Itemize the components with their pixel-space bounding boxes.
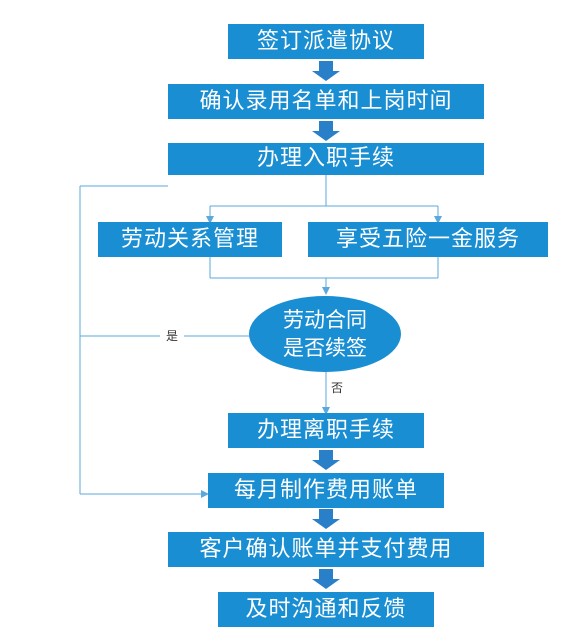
step-confirm-list: 确认录用名单和上岗时间	[168, 84, 484, 119]
step-feedback: 及时沟通和反馈	[218, 592, 434, 627]
step-benefits-label: 享受五险一金服务	[335, 226, 520, 252]
decision-contract-renewal: 劳动合同 是否续签	[249, 296, 401, 372]
block-arrow-5	[312, 569, 340, 589]
step-offboarding: 办理离职手续	[228, 413, 424, 448]
step-labor-relations: 劳动关系管理	[98, 222, 282, 257]
step-feedback-label: 及时沟通和反馈	[245, 596, 407, 622]
step-onboarding-label: 办理入职手续	[256, 146, 395, 171]
step-labor-relations-label: 劳动关系管理	[120, 226, 259, 252]
step-client-pay-label: 客户确认账单并支付费用	[199, 536, 453, 562]
step-client-pay: 客户确认账单并支付费用	[168, 532, 484, 567]
step-sign-agreement-label: 签订派遣协议	[256, 28, 395, 54]
block-arrow-4	[312, 509, 340, 529]
decision-line-2: 是否续签	[283, 336, 367, 360]
step-offboarding-label: 办理离职手续	[256, 417, 395, 443]
block-arrow-1	[312, 61, 340, 81]
label-yes: 是	[160, 329, 185, 343]
block-arrow-3	[312, 450, 340, 470]
decision-line-1: 劳动合同	[283, 308, 367, 332]
step-sign-agreement: 签订派遣协议	[228, 24, 424, 59]
label-no: 否	[331, 381, 344, 395]
step-onboarding: 办理入职手续	[168, 143, 484, 175]
step-monthly-billing: 每月制作费用账单	[208, 473, 444, 508]
block-arrow-2	[312, 121, 340, 141]
step-benefits: 享受五险一金服务	[308, 222, 548, 257]
step-confirm-list-label: 确认录用名单和上岗时间	[199, 88, 453, 114]
step-monthly-billing-label: 每月制作费用账单	[233, 477, 418, 503]
